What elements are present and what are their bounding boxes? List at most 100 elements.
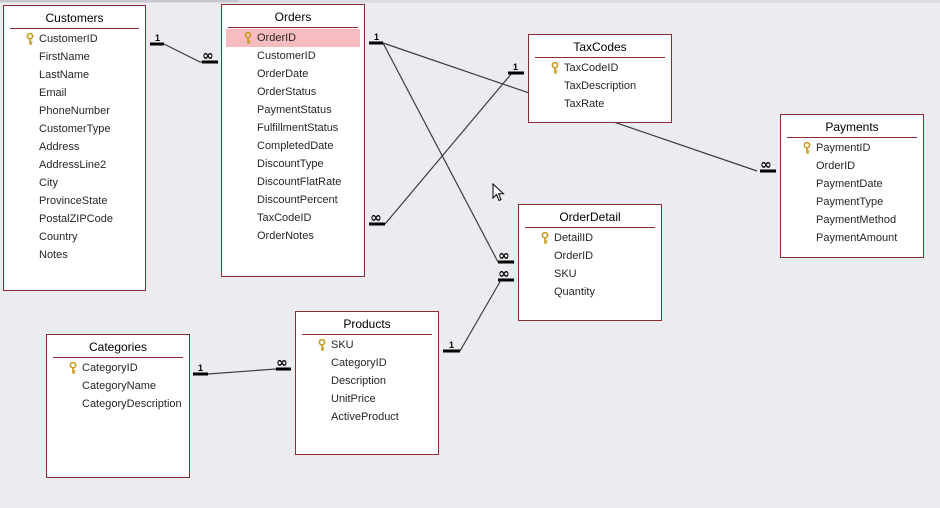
- field-addressline2[interactable]: AddressLine2: [4, 156, 145, 174]
- field-unitprice[interactable]: UnitPrice: [296, 390, 438, 408]
- field-categorydescription[interactable]: CategoryDescription: [47, 395, 189, 413]
- field-paymentamount[interactable]: PaymentAmount: [781, 229, 923, 247]
- field-label: FirstName: [39, 51, 90, 63]
- field-discounttype[interactable]: DiscountType: [222, 155, 364, 173]
- field-paymentmethod[interactable]: PaymentMethod: [781, 211, 923, 229]
- field-country[interactable]: Country: [4, 228, 145, 246]
- field-taxcodeid[interactable]: TaxCodeID: [529, 59, 671, 77]
- field-phonenumber[interactable]: PhoneNumber: [4, 102, 145, 120]
- field-address[interactable]: Address: [4, 138, 145, 156]
- field-label: PaymentMethod: [816, 214, 897, 226]
- field-label: CategoryDescription: [82, 398, 182, 410]
- tab-strip-edge: [0, 0, 940, 3]
- field-label: DetailID: [554, 232, 594, 244]
- field-paymenttype[interactable]: PaymentType: [781, 193, 923, 211]
- field-completeddate[interactable]: CompletedDate: [222, 137, 364, 155]
- field-label: PaymentID: [816, 142, 871, 154]
- field-sku[interactable]: SKU: [519, 265, 661, 283]
- field-lastname[interactable]: LastName: [4, 66, 145, 84]
- field-label: PaymentAmount: [816, 232, 898, 244]
- field-provincestate[interactable]: ProvinceState: [4, 192, 145, 210]
- field-label: Address: [39, 141, 80, 153]
- field-orderdate[interactable]: OrderDate: [222, 65, 364, 83]
- field-orderstatus[interactable]: OrderStatus: [222, 83, 364, 101]
- field-label: CustomerType: [39, 123, 111, 135]
- table-title[interactable]: Payments: [825, 120, 879, 134]
- table-title[interactable]: Customers: [45, 11, 104, 25]
- field-label: TaxDescription: [564, 80, 637, 92]
- field-label: PaymentDate: [816, 178, 883, 190]
- field-orderid[interactable]: OrderID: [519, 247, 661, 265]
- field-taxcodeid[interactable]: TaxCodeID: [222, 209, 364, 227]
- field-discountpercent[interactable]: DiscountPercent: [222, 191, 364, 209]
- field-list: DetailID OrderID SKU Quantity: [519, 229, 661, 301]
- relationship-many-label: ∞: [498, 248, 510, 264]
- field-email[interactable]: Email: [4, 84, 145, 102]
- field-sku[interactable]: SKU: [296, 336, 438, 354]
- relationship-many-label: ∞: [760, 157, 772, 173]
- field-label: OrderStatus: [257, 86, 317, 98]
- table-title[interactable]: Categories: [88, 340, 148, 354]
- field-fulfillmentstatus[interactable]: FulfillmentStatus: [222, 119, 364, 137]
- field-taxrate[interactable]: TaxRate: [529, 95, 671, 113]
- field-customerid[interactable]: CustomerID: [4, 30, 145, 48]
- field-label: DiscountFlatRate: [257, 176, 342, 188]
- field-orderid[interactable]: OrderID: [781, 157, 923, 175]
- field-label: CustomerID: [257, 50, 316, 62]
- field-description[interactable]: Description: [296, 372, 438, 390]
- field-label: TaxCodeID: [257, 212, 312, 224]
- field-taxdescription[interactable]: TaxDescription: [529, 77, 671, 95]
- key-icon: [803, 141, 811, 154]
- relationship-categories-products: [207, 368, 277, 375]
- field-label: SKU: [554, 268, 577, 280]
- field-categoryname[interactable]: CategoryName: [47, 377, 189, 395]
- field-ordernotes[interactable]: OrderNotes: [222, 227, 364, 245]
- table-title[interactable]: Products: [343, 317, 391, 331]
- table-title[interactable]: TaxCodes: [573, 40, 627, 54]
- field-label: Description: [331, 375, 387, 387]
- field-orderid[interactable]: OrderID: [226, 29, 360, 47]
- table-title[interactable]: OrderDetail: [559, 210, 621, 224]
- key-icon: [318, 338, 326, 351]
- field-paymentdate[interactable]: PaymentDate: [781, 175, 923, 193]
- field-detailid[interactable]: DetailID: [519, 229, 661, 247]
- key-icon: [551, 61, 559, 74]
- field-paymentid[interactable]: PaymentID: [781, 139, 923, 157]
- field-customertype[interactable]: CustomerType: [4, 120, 145, 138]
- field-paymentstatus[interactable]: PaymentStatus: [222, 101, 364, 119]
- field-customerid[interactable]: CustomerID: [222, 47, 364, 65]
- field-label: ActiveProduct: [331, 411, 399, 423]
- relationship-orders-orderdetail: [382, 42, 499, 263]
- relationship-many-label: ∞: [276, 355, 288, 371]
- field-label: DiscountType: [257, 158, 324, 170]
- field-city[interactable]: City: [4, 174, 145, 192]
- table-title[interactable]: Orders: [274, 10, 312, 24]
- field-postalzipcode[interactable]: PostalZIPCode: [4, 210, 145, 228]
- key-icon: [541, 231, 549, 244]
- field-notes[interactable]: Notes: [4, 246, 145, 264]
- field-categoryid[interactable]: CategoryID: [296, 354, 438, 372]
- relationship-many-label: ∞: [370, 210, 382, 226]
- key-icon: [69, 361, 77, 374]
- field-categoryid[interactable]: CategoryID: [47, 359, 189, 377]
- field-discountflatrate[interactable]: DiscountFlatRate: [222, 173, 364, 191]
- field-firstname[interactable]: FirstName: [4, 48, 145, 66]
- field-label: TaxRate: [564, 98, 605, 110]
- field-label: DiscountPercent: [257, 194, 338, 206]
- field-activeproduct[interactable]: ActiveProduct: [296, 408, 438, 426]
- relationship-customers-orders: [163, 43, 218, 63]
- field-quantity[interactable]: Quantity: [519, 283, 661, 301]
